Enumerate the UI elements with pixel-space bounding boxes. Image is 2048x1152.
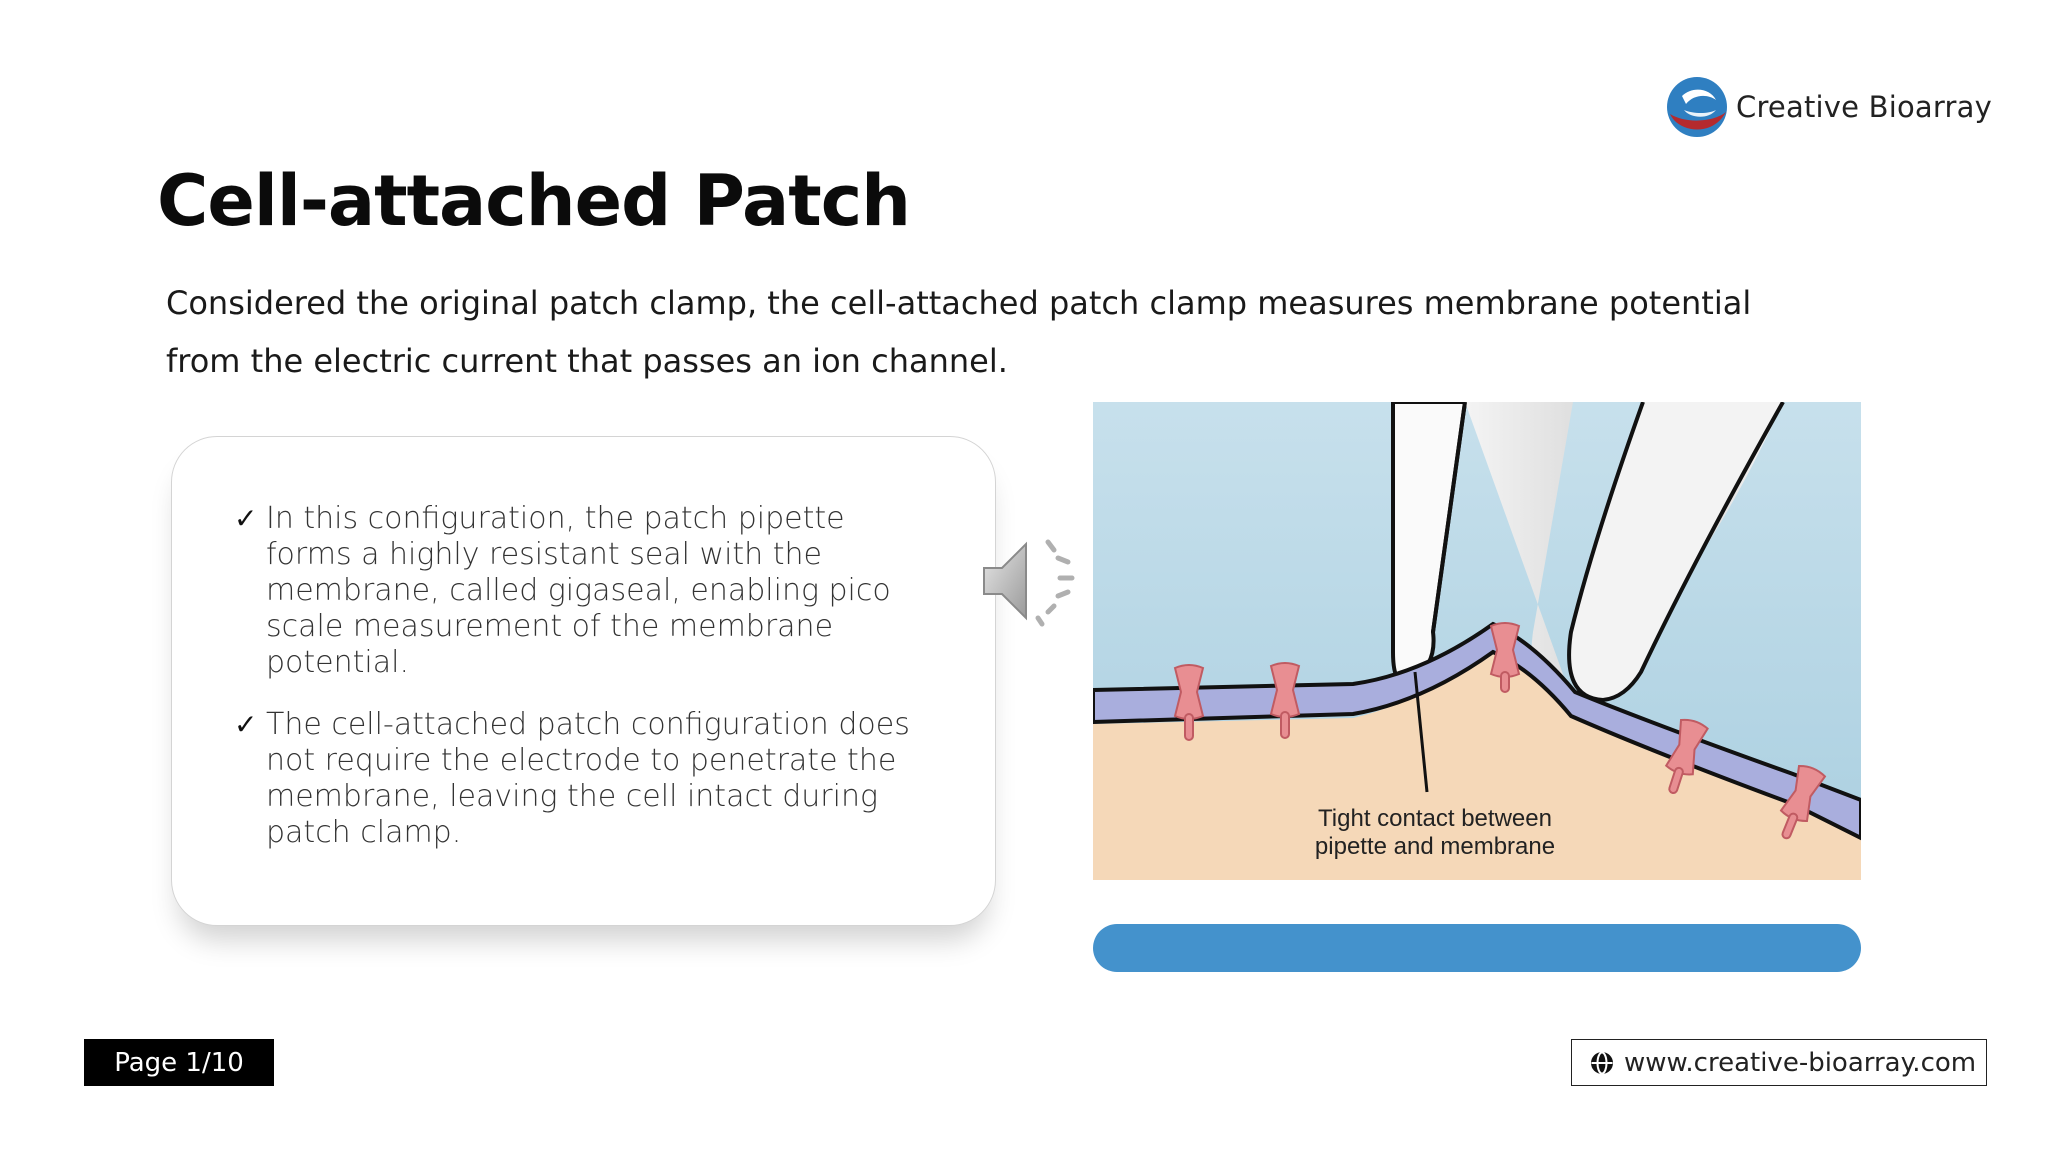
- page-indicator: Page 1/10: [84, 1039, 274, 1086]
- brand-logo: Creative Bioarray: [1664, 74, 1992, 140]
- checkmark-icon: ✓: [234, 502, 258, 535]
- bullet-item: ✓ In this configuration, the patch pipet…: [234, 501, 934, 681]
- slide-intro: Considered the original patch clamp, the…: [166, 284, 1752, 380]
- bullet-text: In this configuration, the patch pipette…: [266, 501, 891, 680]
- logo-mark-icon: [1667, 77, 1727, 137]
- page-number: Page 1/10: [114, 1047, 244, 1078]
- website-url: www.creative-bioarray.com: [1624, 1047, 1977, 1078]
- media-progress-bar[interactable]: [1093, 924, 1861, 972]
- globe-icon: [1591, 1051, 1613, 1074]
- speaker-icon[interactable]: [980, 528, 1080, 632]
- patch-clamp-illustration: Tight contact between pipette and membra…: [1093, 402, 1861, 880]
- website-link[interactable]: www.creative-bioarray.com: [1571, 1039, 1987, 1086]
- illustration-caption-line1: Tight contact between: [1318, 805, 1552, 832]
- bullet-list: ✓ In this configuration, the patch pipet…: [234, 501, 934, 877]
- bullet-item: ✓ The cell-attached patch configuration …: [234, 707, 934, 851]
- brand-name: Creative Bioarray: [1736, 90, 1992, 124]
- slide-title: Cell-attached Patch: [157, 160, 911, 242]
- bullet-text: The cell-attached patch configuration do…: [266, 707, 910, 850]
- checkmark-icon: ✓: [234, 708, 258, 741]
- bullet-card: ✓ In this configuration, the patch pipet…: [171, 436, 996, 926]
- illustration-caption-line2: pipette and membrane: [1315, 833, 1555, 860]
